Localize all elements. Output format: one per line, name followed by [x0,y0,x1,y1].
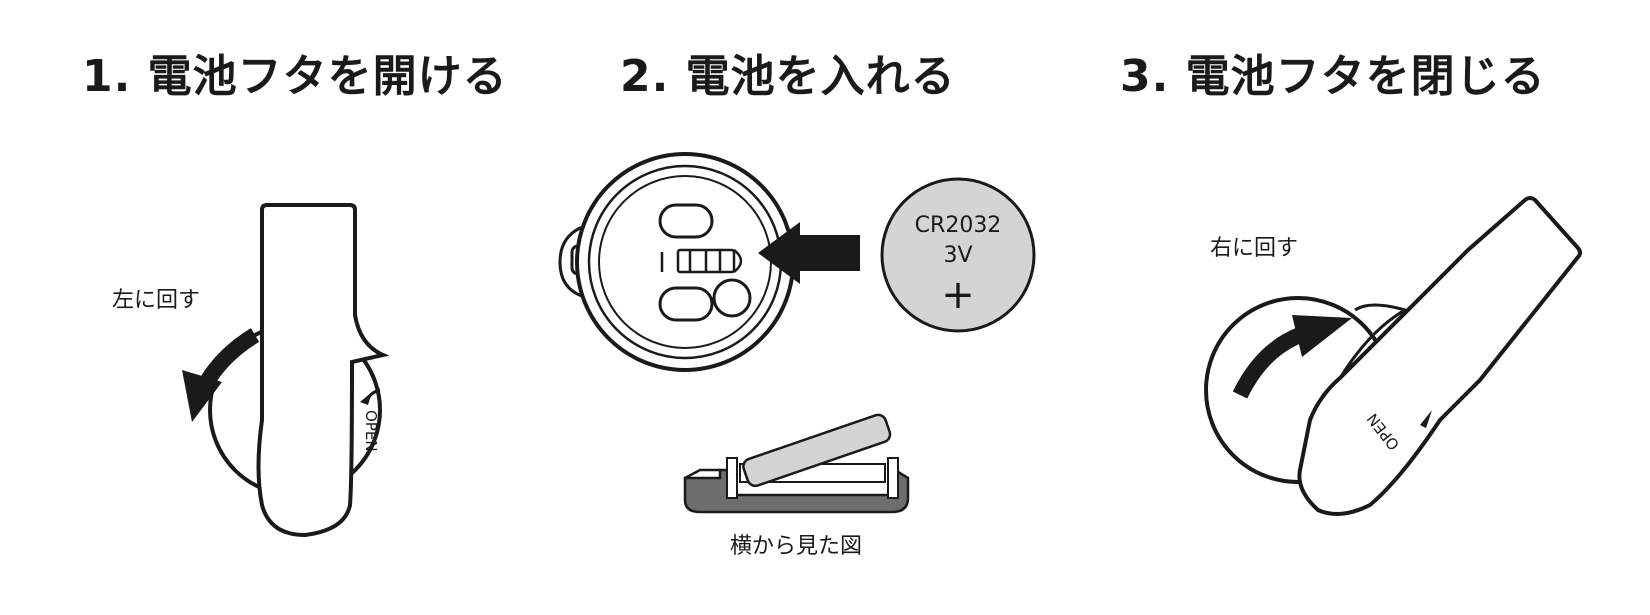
step-3-title: 3. 電池フタを閉じる [1120,51,1546,102]
rotate-left-arrowhead [182,370,222,422]
insert-arrow-shaft [790,235,860,271]
rotate-right-label: 右に回す [1210,236,1299,261]
battery-polarity: + [941,272,975,318]
holder-battery-seat [598,175,772,349]
battery-voltage: 3V [943,243,972,268]
step-1-title: 1. 電池フタを開ける [82,51,508,102]
side-view-right-wall [887,457,899,499]
contact-slot-top [658,203,714,239]
side-view-label: 横から見た図 [730,534,863,559]
step-3-illustration: OPEN [1204,196,1582,516]
spring-contact [660,248,743,274]
device-body-right-edge [1338,303,1409,379]
battery-model: CR2032 [915,213,1002,238]
device-body-right [1297,196,1582,516]
step-2-title: 2. 電池を入れる [620,51,956,102]
insert-arrow-head [758,222,800,284]
contact-hole [712,278,752,318]
contact-slot-bottom [658,286,714,322]
rotate-right-arrow [1232,327,1304,399]
open-mark-arrowhead-right [1420,410,1432,428]
device-body-left [256,203,390,538]
open-mark-arrowhead-left [360,392,372,405]
open-mark-left: OPEN [362,410,380,452]
side-view-battery [742,413,892,488]
cr2032-battery [880,177,1036,333]
side-view-illustration [683,413,910,514]
rotate-right-arrowhead [1292,315,1352,357]
step-2-illustration: CR2032 3V + [558,152,1036,514]
rotate-left-label: 左に回す [112,288,201,313]
step-1-illustration: OPEN [182,203,390,538]
side-view-tab [684,468,720,480]
side-view-left-wall [726,457,738,499]
